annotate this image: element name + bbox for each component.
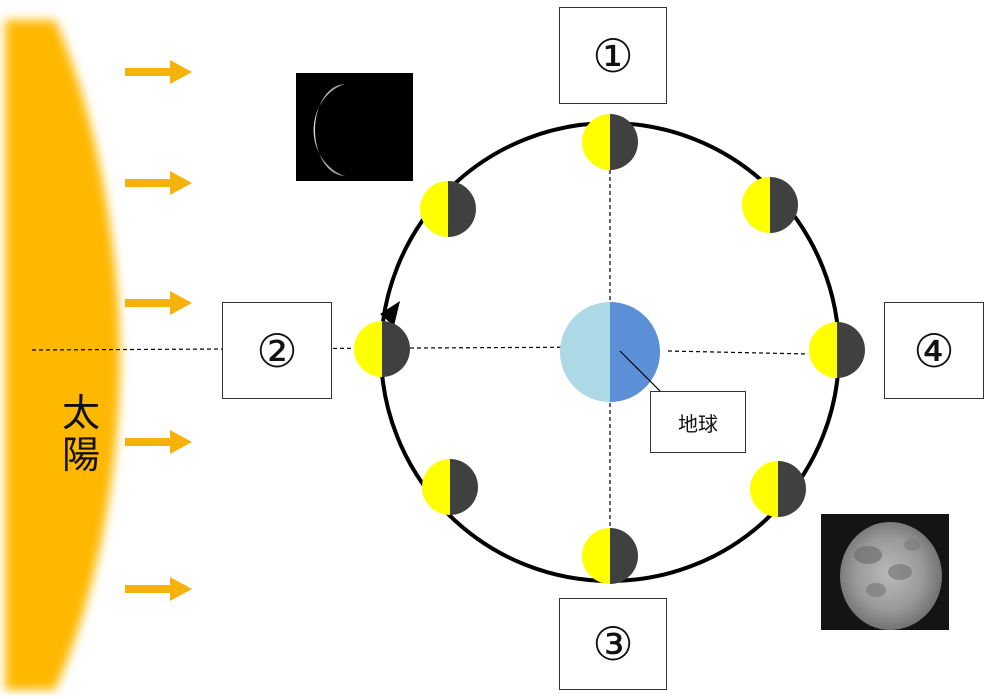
crescent-moon-photo	[296, 73, 413, 181]
moon-dark-half	[450, 459, 478, 515]
lunar-mare	[866, 583, 886, 597]
sunlight-arrow-icon	[125, 430, 192, 454]
moon-lit-half	[742, 177, 770, 233]
moon-lit-half	[809, 322, 837, 378]
position-label-3: ③	[559, 598, 667, 690]
sunlight-arrow-icon	[125, 577, 192, 601]
moon-dark-half	[610, 114, 638, 170]
moon-lit-half	[422, 459, 450, 515]
lunar-mare	[888, 564, 912, 580]
moon-bottom	[582, 528, 638, 584]
gibbous-moon-photo	[821, 514, 949, 630]
moon-right	[809, 322, 865, 378]
moon-dark-half	[778, 461, 806, 517]
sunlight-arrows	[125, 60, 192, 601]
moon-lower-left	[422, 459, 478, 515]
earth	[560, 302, 660, 402]
moon-dark-half	[837, 322, 865, 378]
lunar-mare	[854, 546, 882, 564]
moon-lit-half	[750, 461, 778, 517]
moon-top	[582, 114, 638, 170]
orbit-direction-arrow-icon	[380, 301, 400, 326]
sun-label-char-2: 陽	[61, 433, 100, 477]
sun-shape	[5, 20, 120, 690]
moon-dark-half	[382, 321, 410, 377]
moon-upper-right	[742, 177, 798, 233]
position-label-2: ②	[222, 302, 332, 399]
moon-lit-half	[354, 321, 382, 377]
position-label-4: ④	[884, 302, 984, 399]
moon-lower-right	[750, 461, 806, 517]
sun-label-char-1: 太	[61, 391, 100, 435]
moon-lit-half	[420, 181, 448, 237]
position-label-1: ①	[559, 7, 667, 104]
moon-dark-half	[770, 177, 798, 233]
sunlight-arrow-icon	[125, 60, 192, 84]
moon-dark-half	[448, 181, 476, 237]
moon-upper-left	[420, 181, 476, 237]
earth-label-leader	[619, 350, 662, 393]
earth-night-side	[610, 302, 660, 402]
earth-label: 地球	[650, 391, 746, 453]
sunlight-arrow-icon	[125, 291, 192, 315]
lunar-mare	[904, 539, 920, 551]
moon-left	[354, 321, 410, 377]
moon-lit-half	[582, 528, 610, 584]
horizontal-guide-line-right	[667, 350, 809, 355]
moon-lit-half	[582, 114, 610, 170]
sunlight-arrow-icon	[125, 171, 192, 195]
moon-dark-half	[610, 528, 638, 584]
